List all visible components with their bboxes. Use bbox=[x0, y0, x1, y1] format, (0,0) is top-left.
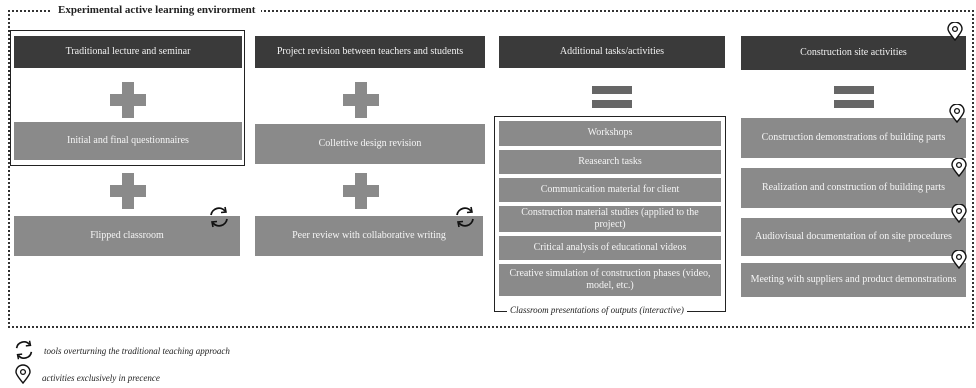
location-pin-icon bbox=[951, 204, 967, 224]
legend-cycle-label: tools overturning the traditional teachi… bbox=[44, 346, 230, 356]
column4-item: Construction demonstrations of building … bbox=[741, 118, 966, 158]
column3-item: Workshops bbox=[499, 121, 721, 146]
column2-item: Collettive design revision bbox=[255, 124, 485, 164]
traditional-group-outline bbox=[10, 30, 245, 166]
cycle-arrows-icon bbox=[456, 206, 474, 228]
plus-icon bbox=[343, 82, 379, 118]
column2-bottom: Peer review with collaborative writing bbox=[255, 216, 483, 256]
column3-item: Construction material studies (applied t… bbox=[499, 206, 721, 232]
experimental-environment-frame bbox=[8, 10, 974, 328]
equals-icon bbox=[592, 86, 632, 108]
location-pin-icon bbox=[947, 22, 963, 42]
column3-item: Critical analysis of educational videos bbox=[499, 236, 721, 260]
classroom-presentations-caption: Classroom presentations of outputs (inte… bbox=[507, 305, 687, 315]
column3-header: Additional tasks/activities bbox=[499, 36, 725, 68]
location-pin-icon bbox=[15, 364, 31, 385]
cycle-arrows-icon bbox=[15, 340, 33, 360]
plus-icon bbox=[110, 82, 146, 118]
frame-title: Experimental active learning envirorment bbox=[52, 4, 262, 16]
location-pin-icon bbox=[951, 158, 967, 178]
column2-header: Project revision between teachers and st… bbox=[255, 36, 485, 68]
legend-pin-label: activities exclusively in precence bbox=[42, 373, 160, 383]
column4-item: Audiovisual documentation of on site pro… bbox=[741, 218, 966, 256]
plus-icon bbox=[110, 173, 146, 209]
column1-bottom: Flipped classroom bbox=[14, 216, 240, 256]
column3-item: Creative simulation of construction phas… bbox=[499, 264, 721, 296]
plus-icon bbox=[343, 173, 379, 209]
location-pin-icon bbox=[949, 104, 965, 124]
column4-item: Realization and construction of building… bbox=[741, 168, 966, 208]
column3-item: Communication material for client bbox=[499, 178, 721, 202]
column4-header: Construction site activities bbox=[741, 36, 966, 70]
cycle-arrows-icon bbox=[210, 206, 228, 228]
equals-icon bbox=[834, 86, 874, 108]
location-pin-icon bbox=[951, 250, 967, 270]
column4-item: Meeting with suppliers and product demon… bbox=[741, 263, 966, 297]
column1-header: Traditional lecture and seminar bbox=[14, 36, 242, 68]
column3-item: Reasearch tasks bbox=[499, 150, 721, 174]
column1-item: Initial and final questionnaires bbox=[14, 122, 242, 160]
